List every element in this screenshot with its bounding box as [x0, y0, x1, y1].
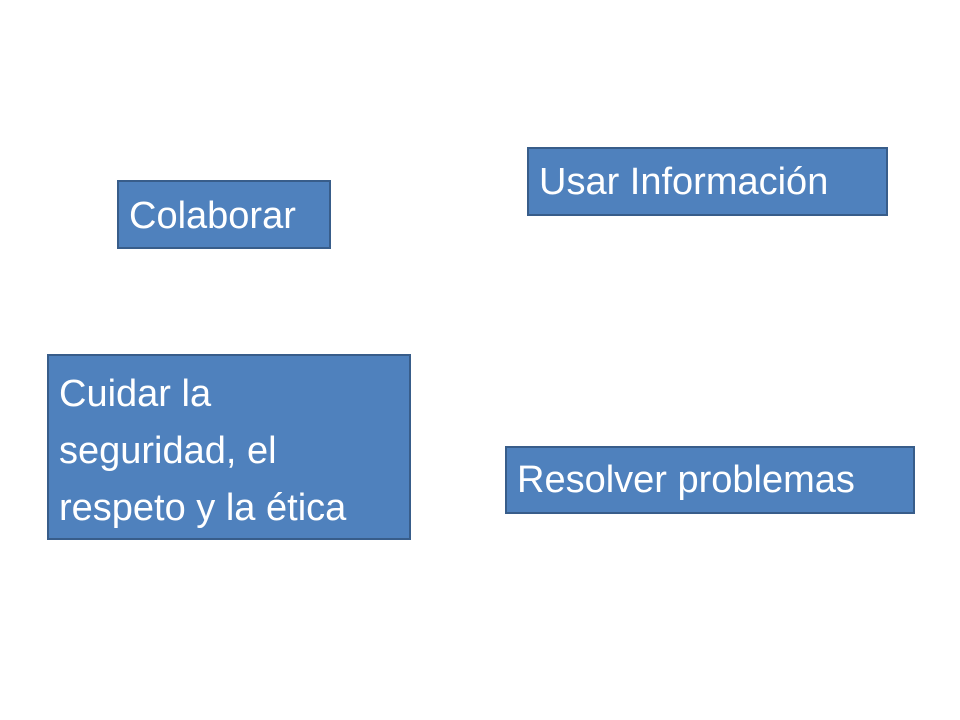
resolver-problemas-label: Resolver problemas: [517, 459, 855, 501]
colaborar-label: Colaborar: [129, 195, 296, 237]
usar-informacion-label: Usar Información: [539, 161, 829, 203]
usar-informacion-box: Usar Información: [527, 147, 888, 216]
colaborar-box: Colaborar: [117, 180, 331, 249]
cuidar-seguridad-box: Cuidar la seguridad, el respeto y la éti…: [47, 354, 411, 540]
cuidar-seguridad-label: Cuidar la seguridad, el respeto y la éti…: [59, 373, 347, 529]
resolver-problemas-box: Resolver problemas: [505, 446, 915, 514]
